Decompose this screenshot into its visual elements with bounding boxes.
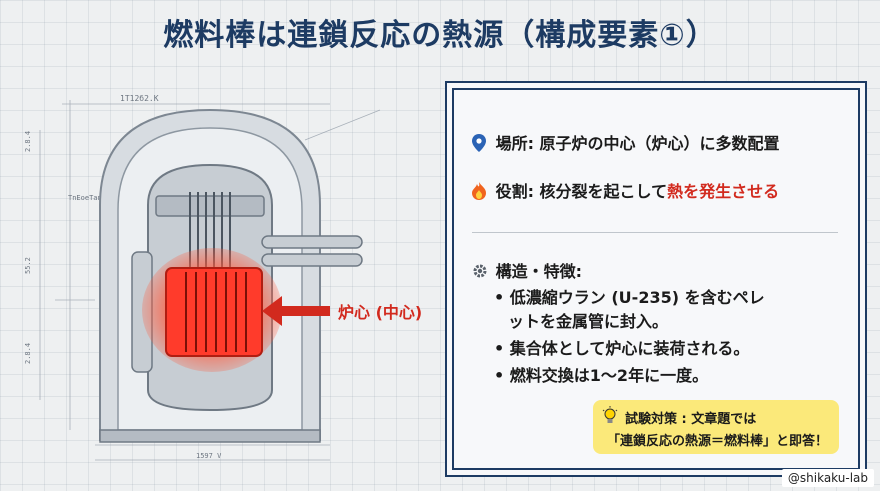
- structure-row: 構造・特徴:: [472, 258, 582, 283]
- vessel-flange: [155, 195, 265, 217]
- reactor-diagram: 1T12б2.К 2.8.4 55.2 2.8.4 TnEoeTan 50Ld …: [24, 93, 422, 461]
- reactor-core: [165, 267, 263, 357]
- map-pin-icon: [472, 133, 490, 156]
- exam-tip-box: 試験対策 : 文章題では 「連鎖反応の熱源＝燃料棒」と即答！: [593, 400, 839, 454]
- dim-label-left-2: 55.2: [24, 257, 32, 274]
- dim-label-left-1: 2.8.4: [24, 131, 32, 152]
- dim-label-mid: TnEoeTan: [68, 194, 102, 202]
- dim-label-left-3: 2.8.4: [24, 343, 32, 364]
- core-label: 炉心 (中心): [338, 303, 422, 322]
- location-text: 場所: 原子炉の中心（炉心）に多数配置: [495, 134, 780, 153]
- bullet-item: • 低濃縮ウラン (U-235) を含むペレ: [494, 288, 765, 307]
- tip-line-1: 試験対策 : 文章題では: [625, 412, 757, 427]
- fire-icon: [472, 181, 490, 204]
- tip-line-2: 「連鎖反応の熱源＝燃料棒」と即答！: [607, 434, 829, 449]
- page-title: 燃料棒は連鎖反応の熱源（構成要素①）: [163, 18, 717, 53]
- dim-label-top: 1T12б2.К: [120, 93, 159, 103]
- bullet-item: ットを金属管に封入。: [508, 312, 669, 331]
- bullet-item: • 集合体として炉心に装荷される。: [494, 339, 750, 358]
- divider: [472, 232, 838, 233]
- credit-label: @shikaku-lab: [781, 469, 874, 487]
- role-row: 役割: 核分裂を起こして熱を発生させる: [472, 178, 779, 204]
- role-text: 役割: 核分裂を起こして: [495, 182, 668, 201]
- coolant-pipes: [131, 235, 363, 373]
- lightbulb-icon: [601, 406, 619, 430]
- core-arrow: [262, 296, 330, 326]
- info-panel: 場所: 原子炉の中心（炉心）に多数配置 役割: 核分裂を起こして熱を発生させる …: [452, 88, 860, 470]
- blueprint-lines: [39, 100, 381, 461]
- bullet-item: • 燃料交換は1～2年に一度。: [494, 366, 709, 385]
- fuel-rods: [185, 272, 247, 352]
- reactor-base: [99, 429, 321, 443]
- structure-heading: 構造・特徴:: [495, 262, 582, 281]
- role-highlight: 熱を発生させる: [667, 182, 780, 201]
- gear-icon: [472, 263, 490, 283]
- location-row: 場所: 原子炉の中心（炉心）に多数配置: [472, 130, 780, 156]
- dim-label-bottom-2: 1597 V: [196, 452, 222, 460]
